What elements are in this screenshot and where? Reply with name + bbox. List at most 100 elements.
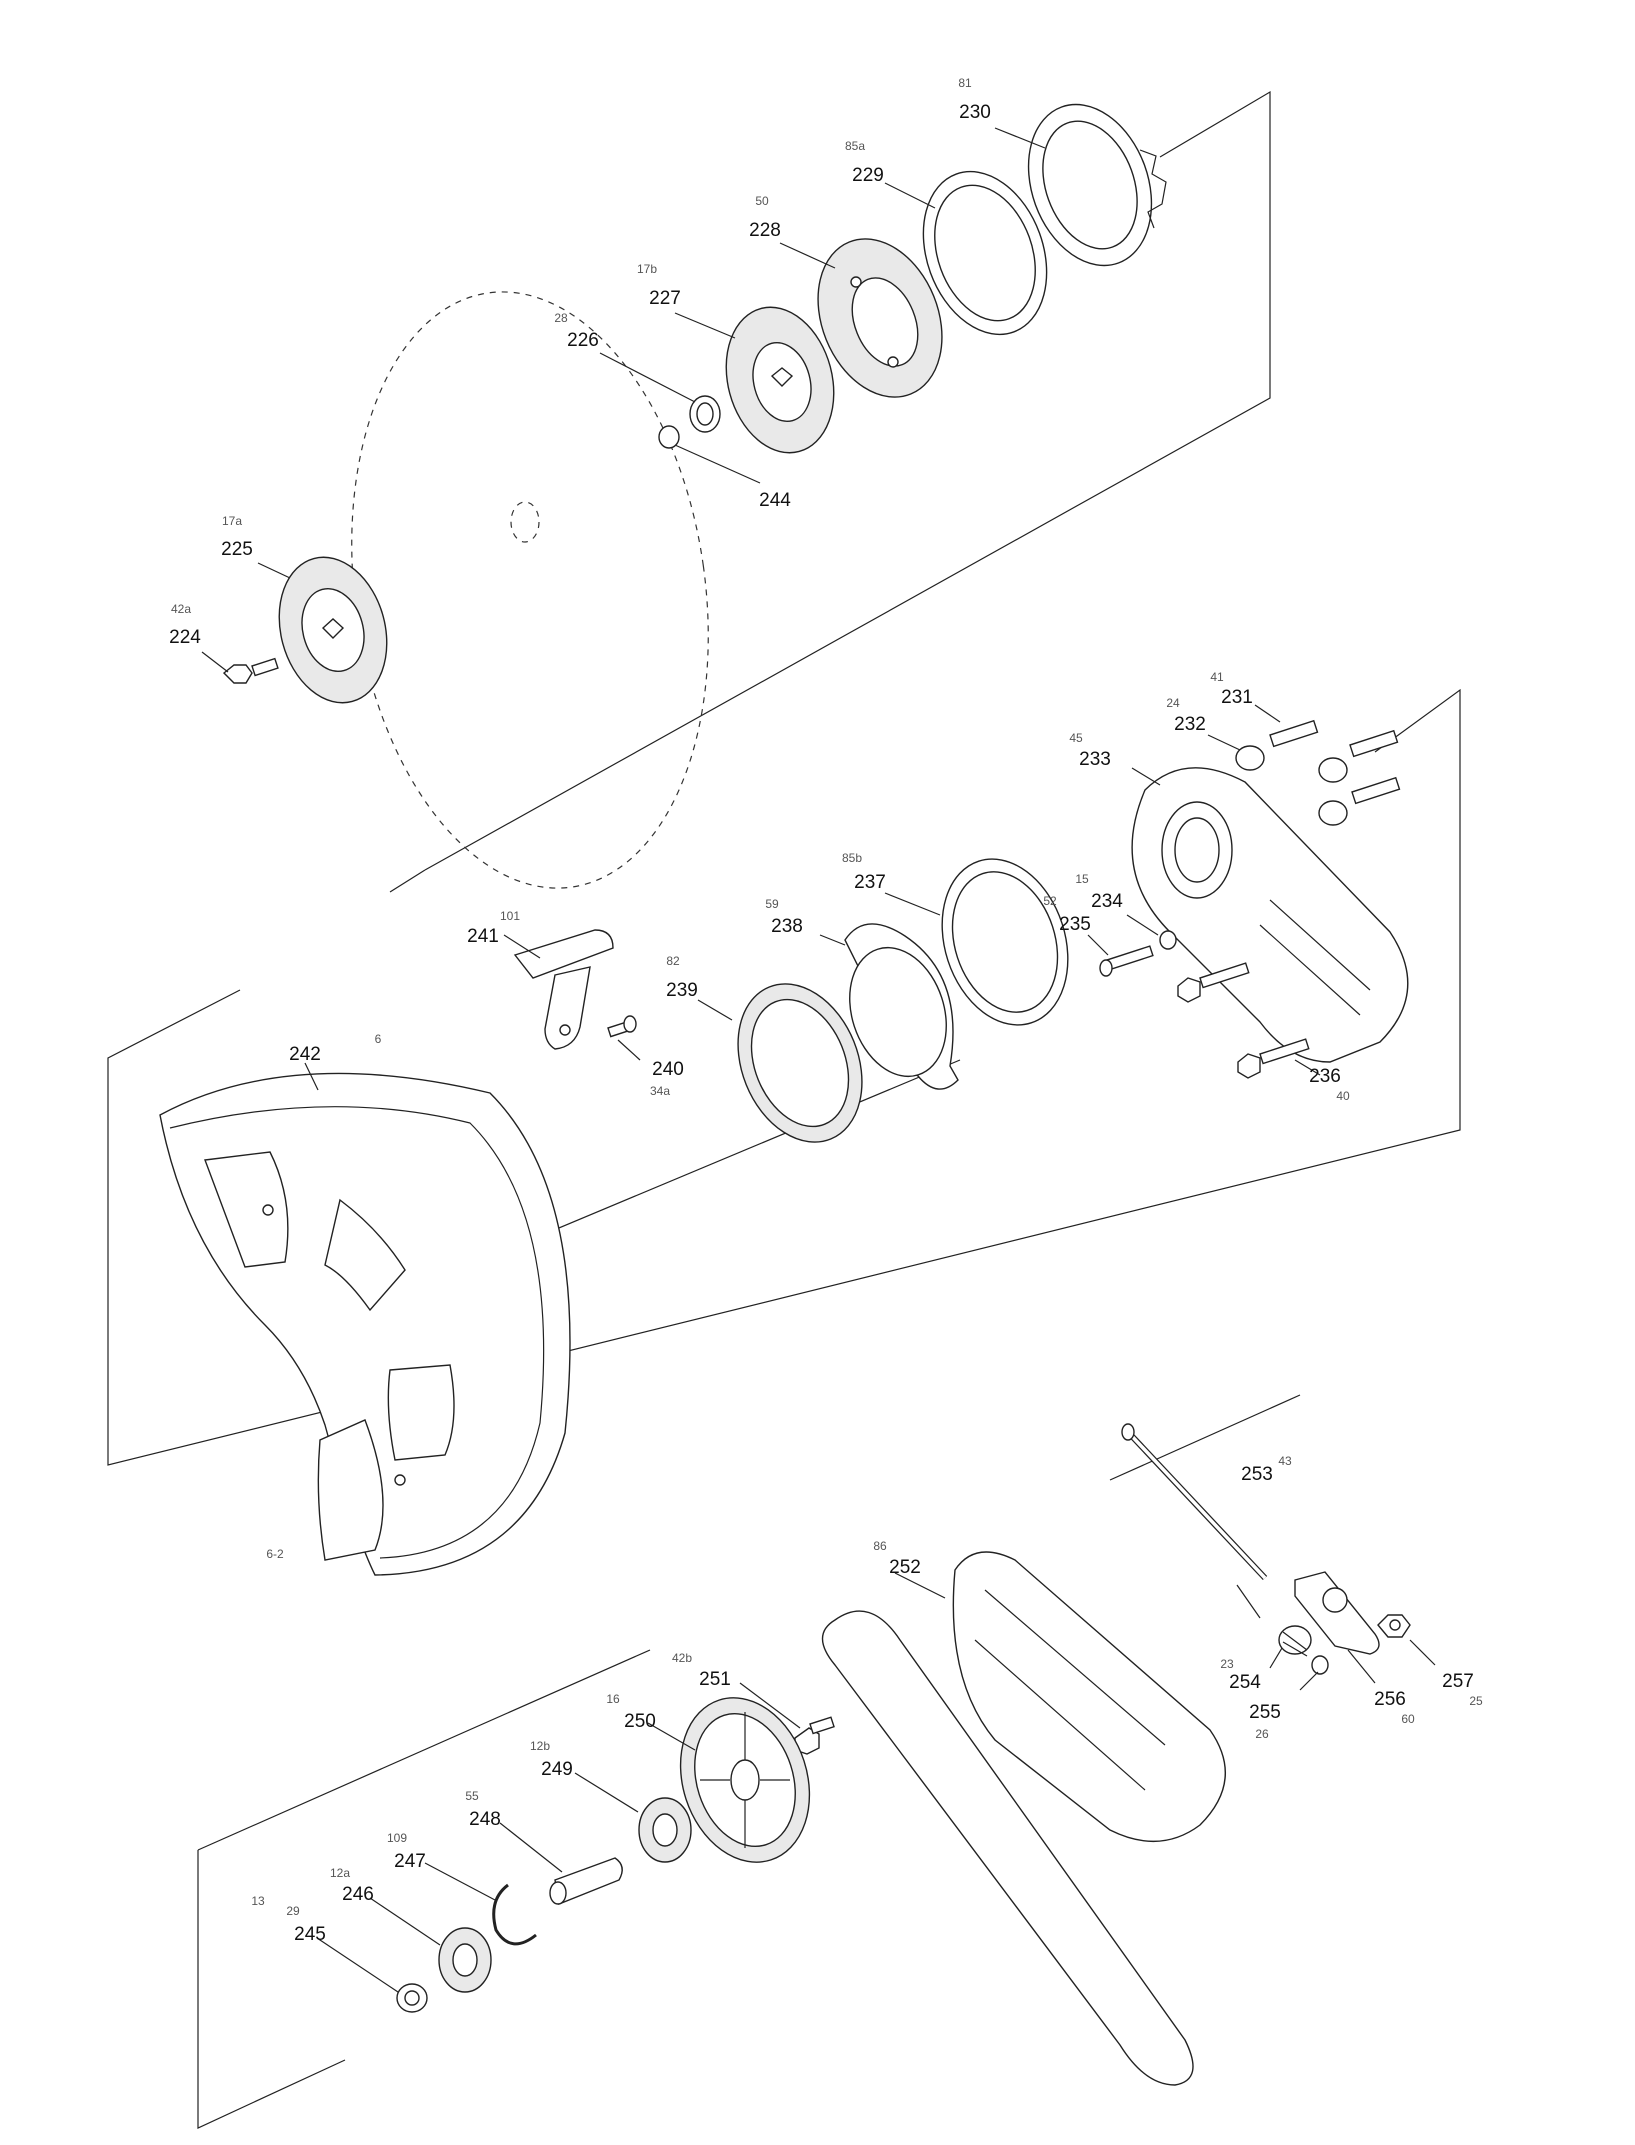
label-233: 233 [1079,749,1111,770]
part-249-bearing [638,1797,692,1863]
label-242-ref: 6 [375,1032,382,1046]
label-230-ref: 81 [958,76,972,90]
label-231-ref: 41 [1210,670,1224,684]
part-237-gasket [941,858,1069,1026]
part-245-bushing [396,1983,428,2013]
label-251: 251 [699,1669,731,1690]
label-226-ref: 28 [554,311,568,325]
label-253-ref: 43 [1278,1454,1292,1468]
label-245: 245 [294,1924,326,1945]
part-231-bolts [1269,719,1401,805]
label-251-ref: 42b [672,1651,692,1665]
part-226-ring [689,395,721,433]
part-227-inner-flange [725,306,835,454]
label-241-ref: 101 [500,909,520,923]
part-250-pulley [679,1697,811,1863]
label-228-ref: 50 [755,194,769,208]
label-232-ref: 24 [1166,696,1180,710]
label-224: 224 [169,627,201,648]
label-248-ref: 55 [465,1789,479,1803]
part-248-shaft [549,1857,623,1905]
label-250: 250 [624,1711,656,1732]
part-257-nut [1377,1614,1411,1638]
label-233-ref: 45 [1069,731,1083,745]
part-256-bracket [1294,1571,1380,1655]
note-13: 13 [251,1894,265,1908]
label-257: 257 [1442,1671,1474,1692]
part-238-plate [844,923,959,1090]
label-253: 253 [1241,1464,1273,1485]
part-234-o-ring [1159,930,1177,950]
label-228: 228 [749,220,781,241]
label-225-ref: 17a [222,514,242,528]
label-229-ref: 85a [845,139,865,153]
label-254-ref: 23 [1220,1657,1234,1671]
label-241: 241 [467,926,499,947]
part-242-blade-guard [159,1072,571,1576]
part-235-pin [1099,945,1154,977]
note-6-2: 6-2 [266,1547,284,1561]
frame-middle [107,688,1461,1466]
label-255: 255 [1249,1702,1281,1723]
label-230: 230 [959,102,991,123]
part-247-snap-ring [492,1883,537,1946]
part-239-ring [737,983,863,1143]
label-244: 244 [759,490,791,511]
label-257-ref: 25 [1469,1694,1483,1708]
label-256-ref: 60 [1401,1712,1415,1726]
label-252: 252 [889,1557,921,1578]
part-254-spring [1278,1625,1312,1657]
part-236-bolts [1177,962,1310,1079]
label-229: 229 [852,165,884,186]
label-248: 248 [469,1809,501,1830]
label-246: 246 [342,1884,374,1905]
label-227: 227 [649,288,681,309]
label-255-ref: 26 [1255,1727,1269,1741]
part-230-lock-plate [1027,103,1167,267]
part-232-springs [1235,745,1348,826]
label-237: 237 [854,872,886,893]
label-225: 225 [221,539,253,560]
part-251-bolt [794,1716,835,1755]
label-224-ref: 42a [171,602,191,616]
part-241-arm [513,929,614,1050]
label-235-ref: 52 [1043,894,1057,908]
label-239-ref: 82 [666,954,680,968]
label-236-ref: 40 [1336,1089,1350,1103]
label-249-ref: 12b [530,1739,550,1753]
label-227-ref: 17b [637,262,657,276]
label-250-ref: 16 [606,1692,620,1706]
part-252-belt-cover [952,1551,1226,1843]
blade-outline [351,291,709,889]
label-256: 256 [1374,1689,1406,1710]
part-244-o-ring [658,425,680,449]
belt [821,1610,1194,2086]
part-228-inner-plate [817,238,943,398]
label-232: 232 [1174,714,1206,735]
leader-lines [201,127,1436,1993]
part-224-bolt [222,657,279,684]
frame-upper [424,90,1271,871]
part-229-gasket [922,170,1048,336]
label-239: 239 [666,980,698,1001]
label-231: 231 [1221,687,1253,708]
label-226: 226 [567,330,599,351]
label-254: 254 [1229,1672,1261,1693]
label-234: 234 [1091,891,1123,912]
label-252-ref: 86 [873,1539,887,1553]
label-245-ref: 29 [286,1904,300,1918]
part-240-screw [607,1015,637,1038]
part-233-arm-housing [1131,767,1409,1063]
label-237-ref: 85b [842,851,862,865]
part-labels: 81 230 85a 229 50 228 17b 227 28 226 244… [169,76,1483,1945]
part-225-outer-flange [278,556,388,704]
part-255-pin [1311,1655,1329,1675]
label-242: 242 [289,1044,321,1065]
label-238-ref: 59 [765,897,779,911]
label-240-ref: 34a [650,1084,670,1098]
label-234-ref: 15 [1075,872,1089,886]
label-240: 240 [652,1059,684,1080]
label-249: 249 [541,1759,573,1780]
label-246-ref: 12a [330,1866,350,1880]
